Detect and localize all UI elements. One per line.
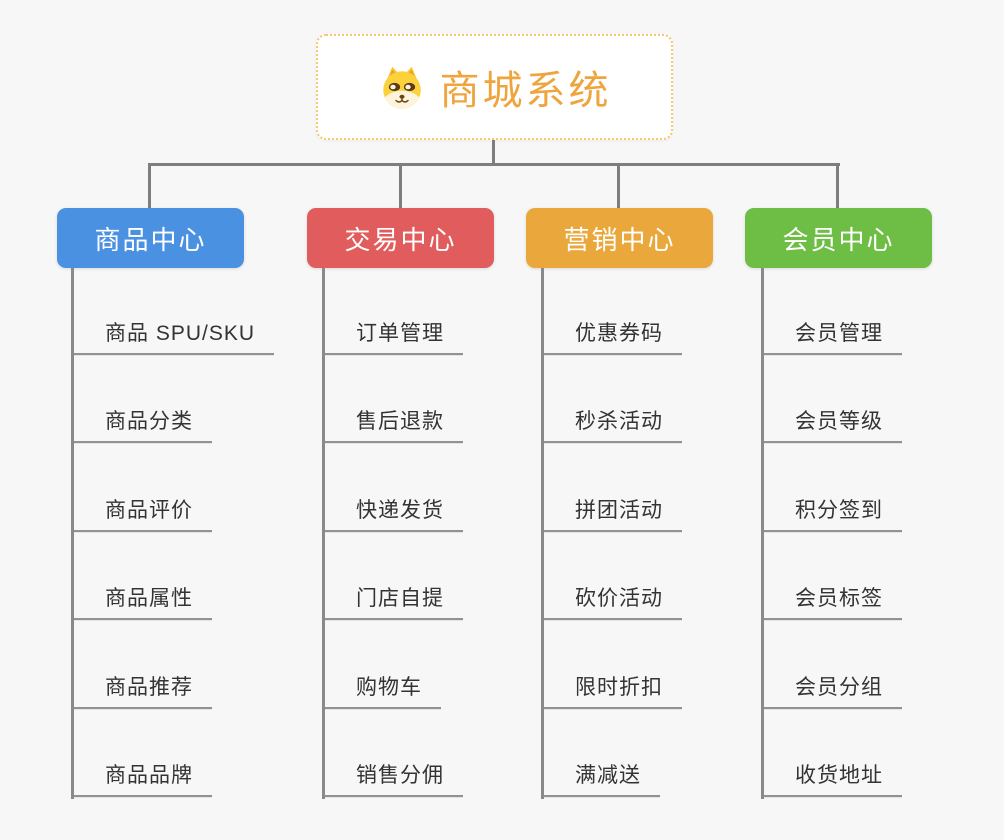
branch-node-trade-center[interactable]: 交易中心 [307,208,494,268]
leaf-node-product-spu-sku[interactable]: 商品 SPU/SKU [74,319,275,355]
leaf-node-order-management[interactable]: 订单管理 [325,319,463,355]
branch-spine-product: 商品 SPU/SKU 商品分类 商品评价 商品属性 商品推荐 商品品牌 [71,268,275,799]
leaf-node-product-brand[interactable]: 商品品牌 [74,761,212,797]
leaf-node-limited-time-discount[interactable]: 限时折扣 [544,673,682,709]
shiba-dog-icon [382,66,421,109]
leaf-node-flash-sale[interactable]: 秒杀活动 [544,407,682,443]
connector-root-stub [492,140,495,163]
leaf-node-product-recommend[interactable]: 商品推荐 [74,673,212,709]
branch-node-member-center[interactable]: 会员中心 [745,208,932,268]
leaf-node-group-buy[interactable]: 拼团活动 [544,496,682,532]
connector-drop-3 [617,164,620,208]
leaf-node-shopping-cart[interactable]: 购物车 [325,673,441,709]
branch-spine-trade: 订单管理 售后退款 快递发货 门店自提 购物车 销售分佣 [322,268,463,799]
leaf-node-coupon-code[interactable]: 优惠券码 [544,319,682,355]
root-node-mall-system[interactable]: 商城系统 [316,34,673,140]
leaf-node-after-sale-refund[interactable]: 售后退款 [325,407,463,443]
leaf-node-product-category[interactable]: 商品分类 [74,407,212,443]
branch-node-marketing-center[interactable]: 营销中心 [526,208,713,268]
branch-spine-member: 会员管理 会员等级 积分签到 会员标签 会员分组 收货地址 [761,268,902,799]
leaf-node-member-level[interactable]: 会员等级 [764,407,902,443]
leaf-node-member-management[interactable]: 会员管理 [764,319,902,355]
branch-node-product-center[interactable]: 商品中心 [57,208,244,268]
leaf-node-product-attribute[interactable]: 商品属性 [74,584,212,620]
leaf-node-express-delivery[interactable]: 快递发货 [325,496,463,532]
leaf-node-sales-commission[interactable]: 销售分佣 [325,761,463,797]
leaf-node-spend-and-save[interactable]: 满减送 [544,761,660,797]
leaf-node-bargain-activity[interactable]: 砍价活动 [544,584,682,620]
leaf-node-member-groups[interactable]: 会员分组 [764,673,902,709]
root-title: 商城系统 [439,69,612,113]
connector-drop-2 [399,164,402,208]
leaf-node-member-tags[interactable]: 会员标签 [764,584,902,620]
leaf-node-shipping-address[interactable]: 收货地址 [764,761,902,797]
connector-drop-1 [148,164,151,208]
branch-spine-marketing: 优惠券码 秒杀活动 拼团活动 砍价活动 限时折扣 满减送 [541,268,682,799]
leaf-node-product-review[interactable]: 商品评价 [74,496,212,532]
connector-drop-4 [836,164,839,208]
leaf-node-store-pickup[interactable]: 门店自提 [325,584,463,620]
leaf-node-points-checkin[interactable]: 积分签到 [764,496,902,532]
connector-rail [148,163,840,166]
